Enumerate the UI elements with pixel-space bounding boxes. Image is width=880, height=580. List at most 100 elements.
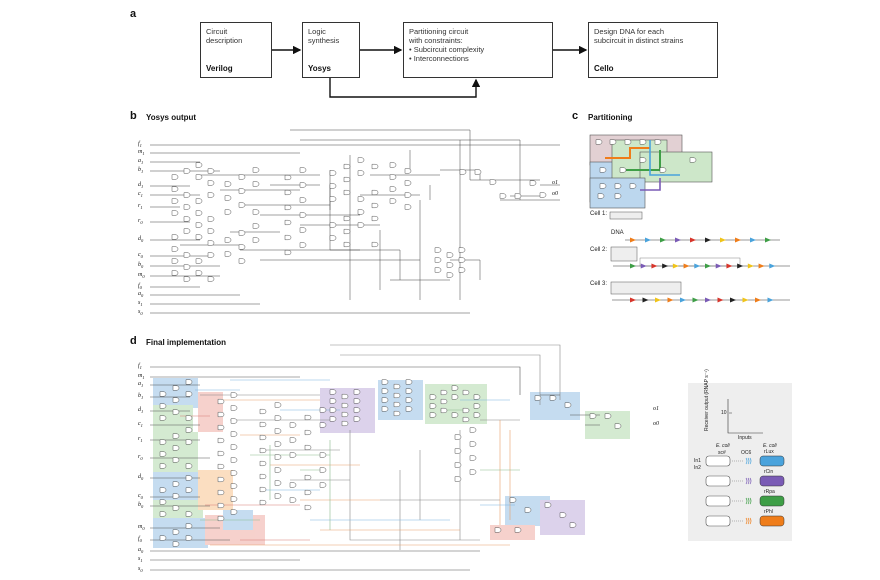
b-gates-nor-gate <box>195 174 203 180</box>
d-gates-nor-gate <box>381 388 389 394</box>
b-gates-nor-gate <box>371 202 379 209</box>
impl-input-label-11: m0 <box>138 524 145 532</box>
d-gates-nor-gate <box>217 502 225 509</box>
d-gates-nor-gate <box>393 383 401 390</box>
d-gates-nor-gate <box>473 412 481 418</box>
c-gates-nor-gate <box>614 183 622 189</box>
c-gates-nor-gate <box>624 139 632 145</box>
d-gates-nor-gate <box>217 437 225 444</box>
d-gates-nor-gate <box>289 482 297 488</box>
impl-input-label-14: s1 <box>138 556 143 564</box>
b-gates-nor-gate <box>252 237 260 243</box>
b-gates-nor-gate <box>207 240 215 246</box>
b-gates-nor-gate <box>343 176 351 183</box>
d-gates-nor-gate <box>159 535 167 541</box>
dna-part-icon <box>705 237 711 243</box>
d-gates-nor-gate <box>544 502 552 508</box>
d-gates-nor-gate <box>185 523 193 529</box>
d-gates-nor-gate <box>217 398 225 405</box>
yosys-input-label-4: d1 <box>138 182 144 190</box>
d-gates-nor-gate <box>604 413 612 419</box>
d-gates-nor-gate <box>341 411 349 418</box>
b-gates-nor-gate <box>252 209 260 215</box>
d-gates-nor-gate <box>454 476 462 482</box>
legend-ylabel: Receiver output (RNAP s⁻¹) <box>704 369 710 431</box>
flow-box-verilog: Circuit description Verilog <box>200 22 272 78</box>
d-gates-nor-gate <box>405 397 413 403</box>
d-gates-nor-gate <box>217 463 225 470</box>
yosys-input-label-14: s1 <box>138 300 143 308</box>
dna-part-icon <box>672 263 679 269</box>
dna-part-icon <box>758 263 765 269</box>
b-gates-nor-gate <box>434 247 442 253</box>
b-gates-nor-gate <box>404 168 412 174</box>
d-gates-nor-gate <box>230 457 238 463</box>
d-gates-nor-gate <box>564 402 572 408</box>
signal-wave-icon <box>745 517 748 525</box>
b-gates-nor-gate <box>299 242 307 248</box>
yosys-input-label-12: f0 <box>138 283 142 291</box>
d-gates-nor-gate <box>217 450 225 457</box>
d-gates-nor-gate <box>319 422 327 428</box>
impl-input-label-10: b0 <box>138 502 144 510</box>
yosys-input-label-0: f1 <box>138 141 142 149</box>
b-gates-nor-gate <box>183 228 191 234</box>
d-gates-nor-gate <box>172 385 180 391</box>
flow-box-tool: Verilog <box>206 64 233 73</box>
b-gates-nor-gate <box>389 198 397 204</box>
dna-part-icon <box>750 237 756 243</box>
d-gates-nor-gate <box>429 394 437 400</box>
d-gates-nor-gate <box>549 395 557 401</box>
b-gates-nor-gate <box>357 170 365 176</box>
cell-3-label: Cell 3: <box>590 281 608 287</box>
b-gates-nor-gate <box>252 167 260 173</box>
dna-part-icon <box>730 297 736 303</box>
d-gates-nor-gate <box>569 522 577 528</box>
dna-part-icon <box>765 237 771 243</box>
d-gates-nor-gate <box>159 487 167 493</box>
b-gates-nor-gate <box>499 193 507 199</box>
d-gates-nor-gate <box>185 487 193 493</box>
receiver-name-label: rCin <box>764 469 774 475</box>
flow-box-desc: Circuit description <box>206 27 243 45</box>
dna-part-icon <box>630 237 636 243</box>
b-gates-nor-gate <box>343 189 351 196</box>
b-gates-nor-gate <box>183 276 191 282</box>
dna-part-icon <box>645 237 651 243</box>
d-gates-nor-gate <box>230 418 238 424</box>
d-gates-nor-gate <box>274 493 282 499</box>
b-gates-nor-gate <box>238 202 246 208</box>
signal-wave-icon <box>747 457 750 465</box>
d-gates-nor-gate <box>524 507 532 513</box>
yosys-gates <box>171 157 547 282</box>
receiver-legend: Receiver output (RNAP s⁻¹) 10 Inputs E. … <box>688 369 792 541</box>
dna-part-icon <box>630 263 636 269</box>
flow-box-desc: Design DNA for each subcircuit in distin… <box>594 27 684 45</box>
c-gates-nor-gate <box>609 139 617 145</box>
b-gates-nor-gate <box>195 270 203 276</box>
legend-in1: In1 <box>694 458 701 464</box>
b-gates-nor-gate <box>357 157 365 163</box>
panel-label-c: c <box>572 110 579 122</box>
b-gates-nor-gate <box>489 179 497 185</box>
d-gates-nor-gate <box>462 389 470 396</box>
b-gates-nor-gate <box>284 234 292 241</box>
d-gates-nor-gate <box>217 489 225 496</box>
dna-part-icon <box>742 297 749 303</box>
dna-part-icon <box>655 297 661 303</box>
cell-dna-tracks <box>609 211 790 301</box>
b-gates-nor-gate <box>171 270 179 276</box>
b-gates-nor-gate <box>238 174 246 180</box>
d-gates-nor-gate <box>473 403 481 409</box>
d-gates-nor-gate <box>304 444 312 451</box>
d-gates-nor-gate <box>259 447 267 454</box>
b-gates-nor-gate <box>474 169 482 175</box>
b-gates-nor-gate <box>183 252 191 258</box>
yosys-input-label-11: m0 <box>138 272 145 280</box>
d-gates-nor-gate <box>469 441 477 447</box>
impl-input-label-3: b1 <box>138 393 144 401</box>
b-gates-nor-gate <box>357 222 365 228</box>
d-gates-nor-gate <box>289 437 297 443</box>
b-gates-nor-gate <box>284 204 292 211</box>
d-gates-nor-gate <box>393 392 401 399</box>
